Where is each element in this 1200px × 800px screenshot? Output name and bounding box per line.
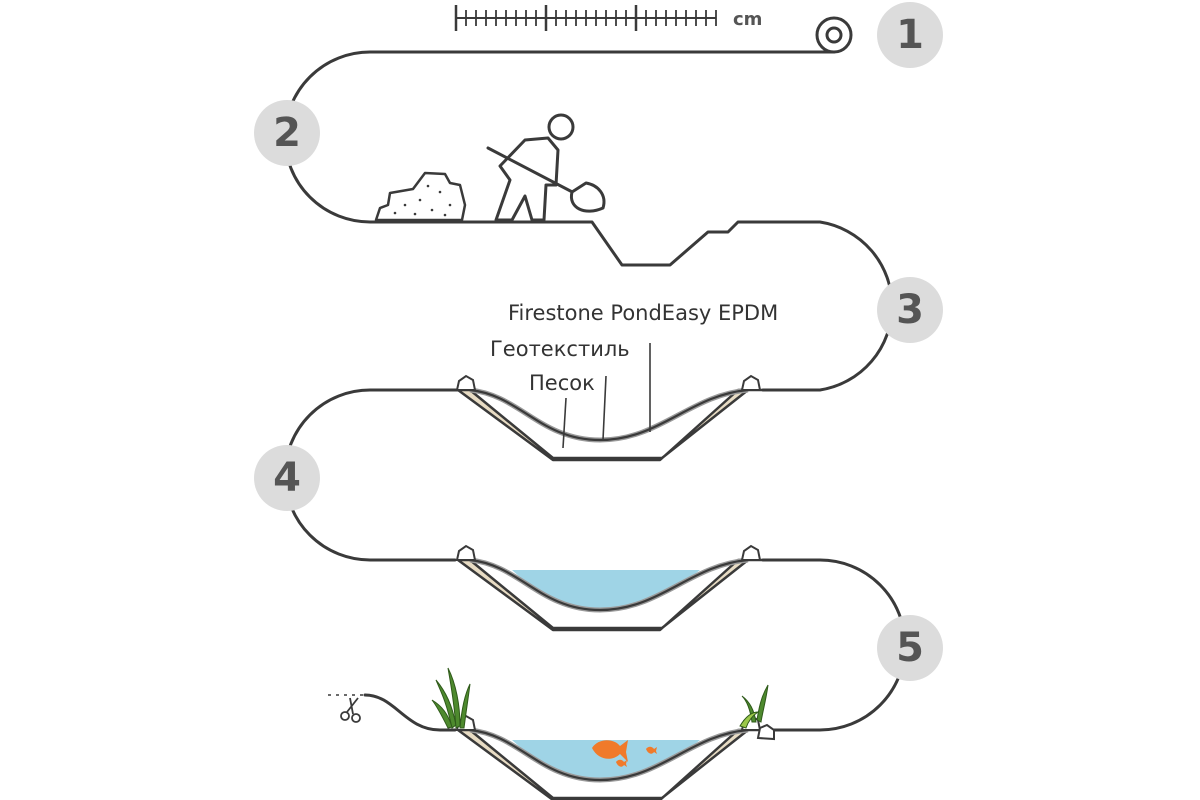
ruler-icon — [454, 5, 717, 31]
ruler-unit-label: cm — [733, 9, 762, 30]
step-number-2: 2 — [273, 110, 301, 156]
sand-label: Песок — [529, 371, 595, 395]
geotextile-leader — [602, 375, 607, 441]
digger-icon — [486, 113, 606, 222]
rock-icon — [740, 544, 762, 561]
step-number-4: 4 — [273, 455, 301, 501]
roll-icon — [815, 16, 853, 54]
geotextile-layer — [469, 387, 749, 443]
liner-label: Firestone PondEasy EPDM — [508, 301, 778, 325]
step-badge-4: 4 — [254, 445, 320, 511]
scissors-icon — [340, 697, 361, 723]
process-path-4 — [363, 693, 457, 732]
pond-section-finished — [455, 714, 775, 800]
liner-layer — [469, 558, 749, 612]
plant-icon — [431, 667, 471, 729]
geotextile-label: Геотекстиль — [490, 337, 630, 361]
rock-icon — [455, 374, 477, 391]
step-badge-3: 3 — [877, 277, 943, 343]
step-number-1: 1 — [896, 12, 924, 58]
liner-layer — [469, 388, 749, 442]
rock-icon — [756, 723, 775, 741]
step-badge-1: 1 — [877, 2, 943, 68]
sand-leader — [562, 397, 567, 449]
rock-icon — [455, 544, 477, 561]
dirt-pile-icon — [374, 171, 467, 222]
rock-icon — [740, 374, 762, 391]
process-path — [283, 50, 894, 392]
step-number-3: 3 — [896, 287, 924, 333]
pond-section-layers — [455, 374, 765, 462]
pond-section-filled — [455, 544, 765, 632]
step-number-5: 5 — [896, 625, 924, 671]
liner-layer — [469, 728, 749, 782]
plant-icon-right — [739, 684, 769, 729]
fish-icon — [592, 740, 657, 767]
step-badge-5: 5 — [877, 615, 943, 681]
step-badge-2: 2 — [254, 100, 320, 166]
